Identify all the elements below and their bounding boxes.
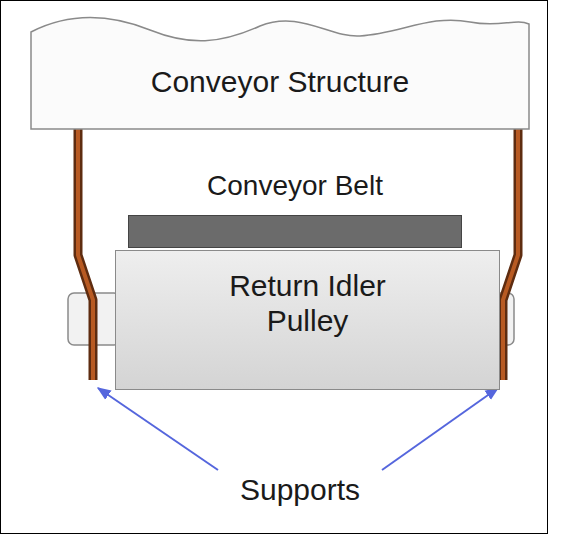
structure-block: Conveyor Structure bbox=[30, 8, 530, 130]
leader-arrow bbox=[98, 388, 218, 470]
idler-pulley: Return Idler Pulley bbox=[115, 250, 500, 390]
node-text: Conveyor Structure bbox=[151, 65, 409, 100]
frame bbox=[1, 1, 548, 534]
support-bar bbox=[78, 126, 93, 380]
conveyor-belt: Conveyor Belt bbox=[128, 170, 462, 250]
belt-band bbox=[128, 215, 462, 248]
node-text: Return Idler Pulley bbox=[203, 269, 413, 338]
callout-label: Supports bbox=[240, 473, 360, 507]
node-text: Conveyor Belt bbox=[207, 170, 383, 202]
support-bar bbox=[503, 126, 518, 380]
leader-arrow bbox=[382, 388, 498, 470]
